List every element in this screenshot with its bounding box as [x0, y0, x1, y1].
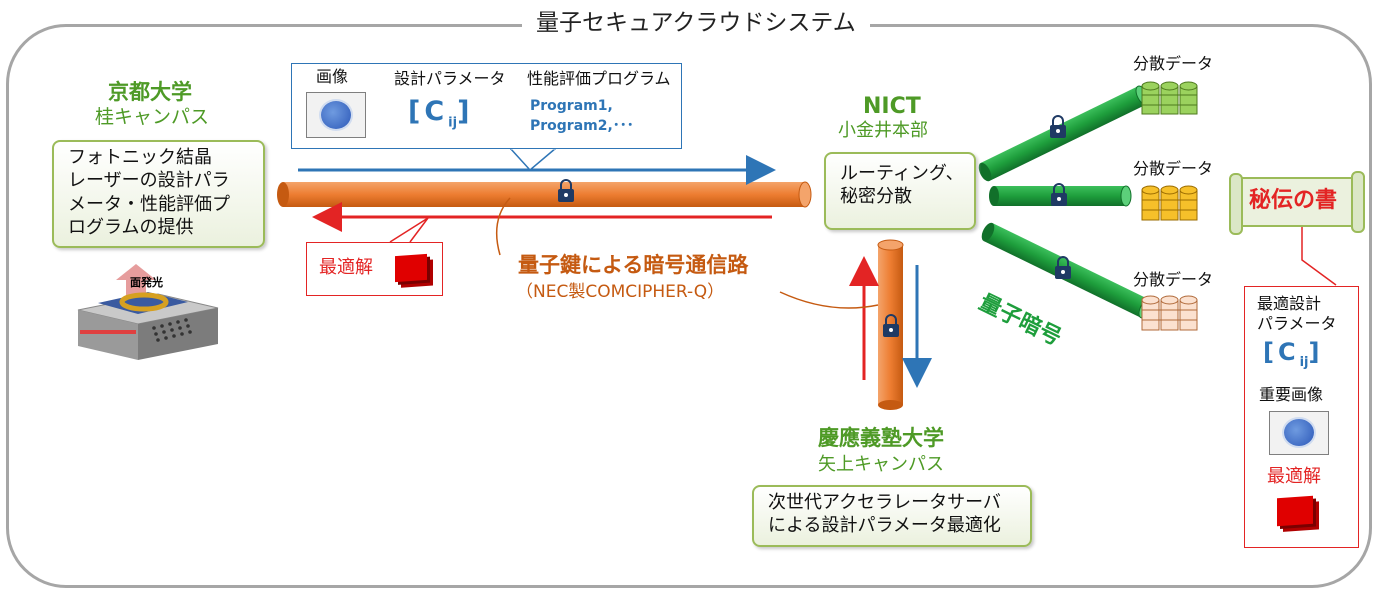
channel-title: 量子鍵による暗号通信路 — [518, 253, 749, 277]
data-stack-yellow — [1141, 185, 1198, 221]
distributed-data-label: 分散データ — [1133, 159, 1214, 178]
secret-image-label: 重要画像 — [1259, 385, 1324, 404]
keio-description-box: 次世代アクセラレータサーバ による設計パラメータ最適化 — [752, 485, 1032, 547]
kyoto-desc-line: レーザーの設計パラ — [68, 170, 230, 192]
secret-result-document-icon — [1277, 495, 1313, 527]
scroll-curl-right — [1351, 171, 1365, 233]
keio-campus: 矢上キャンパス — [818, 454, 944, 475]
nict-site: 小金井本部 — [838, 120, 928, 141]
secret-title: 秘伝の書 — [1249, 188, 1338, 213]
image-thumbnail — [306, 92, 366, 138]
secret-param-subscript: ij — [1299, 354, 1309, 370]
secret-param-label: 最適設計 — [1257, 294, 1322, 313]
param-label: 設計パラメータ — [394, 69, 506, 88]
secret-param-symbol: C — [1277, 338, 1296, 366]
device-label: 面発光 — [130, 276, 163, 289]
kyoto-description-box: フォトニック結晶 レーザーの設計パラ メータ・性能評価プ ログラムの提供 — [52, 140, 265, 248]
distributed-data-label: 分散データ — [1133, 54, 1214, 73]
optimum-result-box: 最適解 — [306, 242, 443, 296]
param-symbol: C — [424, 96, 445, 127]
result-document-icon — [395, 253, 427, 283]
keio-name: 慶應義塾大学 — [818, 426, 944, 450]
kyoto-desc-line: フォトニック結晶 — [68, 147, 212, 168]
photonic-crystal-icon — [321, 101, 351, 129]
nict-desc-line: ルーティング、 — [840, 163, 964, 184]
image-label: 画像 — [316, 67, 349, 86]
secret-scroll: 秘伝の書 — [1229, 171, 1365, 235]
system-title: 量子セキュアクラウドシステム — [522, 10, 870, 37]
kyoto-name: 京都大学 — [108, 80, 192, 104]
nict-description-box: ルーティング、 秘密分散 — [824, 152, 976, 230]
nict-name: NICT — [863, 94, 921, 119]
data-stack-peach — [1141, 295, 1198, 331]
kyoto-desc-line: ログラムの提供 — [68, 217, 194, 239]
secret-param-label: パラメータ — [1257, 314, 1337, 333]
kyoto-desc-line: メータ・性能評価プ — [68, 193, 230, 215]
laser-device-illustration — [77, 264, 219, 360]
data-stack-green — [1141, 81, 1198, 115]
param-subscript: ij — [448, 115, 458, 131]
channel-subtitle: （NEC製COMCIPHER-Q） — [516, 282, 725, 302]
secret-image-thumbnail — [1269, 411, 1329, 455]
program-item: Program2,･･･ — [530, 118, 634, 134]
nict-desc-line: 秘密分散 — [840, 186, 912, 208]
keio-desc-line: 次世代アクセラレータサーバ — [768, 492, 1001, 513]
secret-optimum-label: 最適解 — [1267, 466, 1321, 487]
distributed-data-label: 分散データ — [1133, 270, 1214, 289]
encrypted-pipe-kyoto-nict — [277, 181, 812, 208]
keio-desc-line: による設計パラメータ最適化 — [768, 515, 1001, 537]
kyoto-campus: 桂キャンパス — [95, 106, 210, 128]
optimum-label: 最適解 — [319, 257, 373, 278]
lock-icon — [558, 115, 1071, 337]
program-item: Program1, — [530, 98, 613, 114]
scroll-curl-left — [1229, 173, 1243, 235]
program-label: 性能評価プログラム — [527, 69, 671, 88]
photonic-crystal-icon — [1284, 419, 1314, 446]
